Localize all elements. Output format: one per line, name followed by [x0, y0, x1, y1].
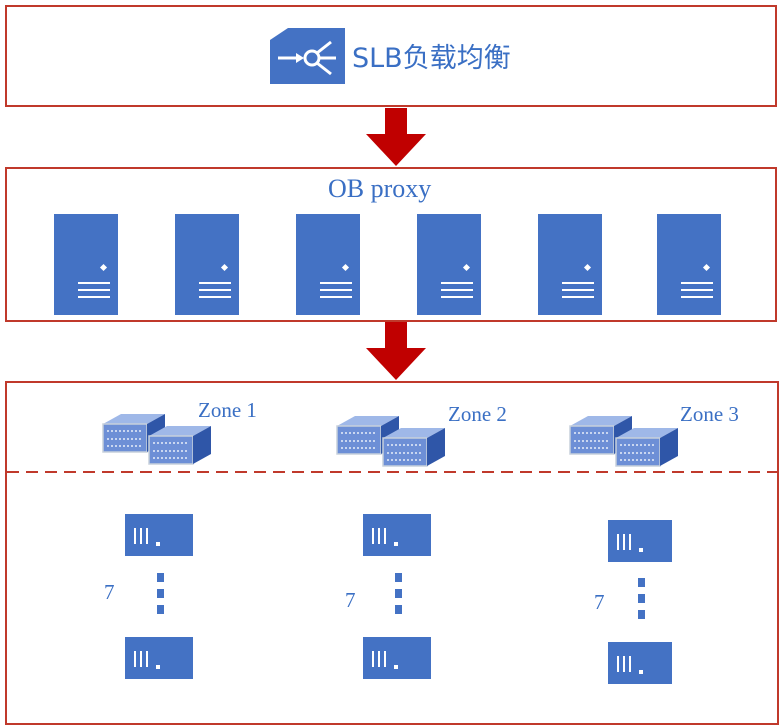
zone-label-3: Zone 3 [680, 402, 739, 426]
rack-server-icon [102, 414, 211, 465]
zone-count-1: 7 [104, 580, 115, 604]
zone-count-3: 7 [594, 590, 605, 614]
zone-node-icon [125, 637, 193, 679]
zone-node-icon [608, 520, 672, 562]
zone-count-2: 7 [345, 588, 356, 612]
tower-server-icon [296, 214, 360, 315]
zone-node-icon [608, 642, 672, 684]
proxy-box [5, 167, 777, 322]
zone-box [5, 381, 779, 725]
rack-server-icon [569, 416, 678, 467]
ellipsis-dots [395, 573, 402, 614]
zone-node-icon [363, 514, 431, 556]
rack-server-icon [336, 416, 445, 467]
proxy-title: OB proxy [328, 174, 432, 203]
arrow-down-1 [366, 108, 426, 166]
zone-node-icon [125, 514, 193, 556]
slb-label: SLB负载均衡 [352, 43, 511, 74]
slb-box [5, 5, 777, 107]
tower-server-icon [417, 214, 481, 315]
load-balancer-icon [270, 28, 345, 84]
ellipsis-dots [638, 578, 645, 619]
zone-label-2: Zone 2 [448, 402, 507, 426]
zone-label-1: Zone 1 [198, 398, 257, 422]
tower-server-icon [54, 214, 118, 315]
tower-server-icon [657, 214, 721, 315]
zone-node-icon [363, 637, 431, 679]
tower-server-icon [538, 214, 602, 315]
ellipsis-dots [157, 573, 164, 614]
tower-server-icon [175, 214, 239, 315]
arrow-down-2 [366, 322, 426, 380]
